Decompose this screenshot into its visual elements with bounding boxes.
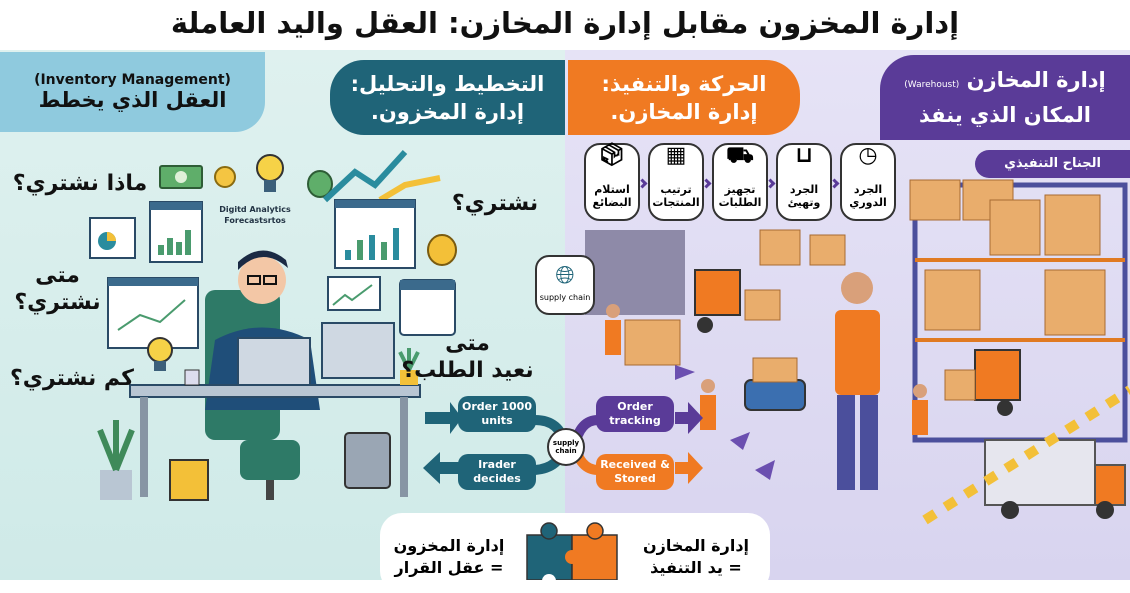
- lightbulb-icon: [256, 154, 284, 192]
- small-chart-window: [327, 276, 381, 311]
- laptop-icon: [237, 337, 311, 387]
- analytics-label: Digitd Analytics Forecastsrtos: [219, 205, 291, 225]
- globe-icon: 🌐︎: [555, 261, 575, 289]
- mug-icon: [184, 369, 200, 386]
- trend-arrow-icon: [322, 149, 441, 203]
- question-when-line2: نشتري؟: [14, 290, 101, 315]
- step-prepare-orders: ⛟ تجهيز الطلبات: [712, 143, 768, 221]
- summary-warehouse: إدارة المخازن = يد التنفيذ: [632, 535, 760, 579]
- question-reorder-line2: نعيد الطلب؟: [401, 358, 534, 383]
- open-box-icon: ⊔: [795, 143, 813, 168]
- office-chair: [240, 440, 300, 500]
- step-inventory-prep: ⊔ الجرد وتهيئ: [776, 143, 832, 221]
- bar-chart-window: [149, 201, 203, 263]
- order-units-label: Order 1000 units: [458, 396, 536, 432]
- summary-inventory-equals: = عقل القرار: [394, 558, 504, 577]
- supply-chain-card-label: supply chain: [539, 293, 591, 302]
- line-chart-window: [107, 277, 199, 349]
- delivery-truck: [984, 439, 1126, 519]
- received-stored-label: Received & Stored: [596, 454, 674, 490]
- folder-icon: [169, 459, 209, 501]
- question-what: ماذا نشتري؟: [12, 171, 148, 196]
- hand-box-icon: 📦︎: [598, 143, 626, 168]
- supply-chain-hub: supply chain: [547, 428, 585, 466]
- worker: [912, 384, 928, 435]
- coin-icon: [214, 166, 236, 188]
- step-periodic-count: ◷ الجرد الدوري: [840, 143, 896, 221]
- desk: [129, 384, 421, 497]
- puzzle-icon: [526, 522, 618, 580]
- page-title: إدارة المخزون مقابل إدارة المخازن: العقل…: [170, 6, 960, 40]
- summary-warehouse-title: إدارة المخازن: [642, 536, 750, 555]
- warehouse-header: إدارة المخازن (Warehoust) المكان الذي ين…: [880, 55, 1130, 140]
- step-arrange-products: ▦ ترتيب المنتجات: [648, 143, 704, 221]
- step-label: ترتيب المنتجات: [652, 183, 700, 209]
- warehouse-illustration: [585, 179, 1130, 525]
- trader-decides-label: Irader decides: [458, 454, 536, 490]
- stacked-boxes-icon: ▦: [665, 143, 687, 168]
- calendar-icon: [399, 279, 456, 336]
- order-tracking-label: Order tracking: [596, 396, 674, 432]
- hazard-stripe: [922, 385, 1130, 525]
- supervisor-worker: [835, 272, 880, 490]
- question-buy: نشتري؟: [451, 191, 539, 216]
- forklift: [944, 349, 1021, 416]
- summary-inventory: إدارة المخزون = عقل القرار: [385, 535, 513, 579]
- money-bag-icon: [427, 234, 457, 266]
- question-how-many: كم نشتري؟: [10, 366, 134, 391]
- step-receive-goods: 📦︎ استلام البضائع: [584, 143, 640, 221]
- worker-box-icon: ⛟: [726, 143, 754, 168]
- lightbulb-icon: [147, 337, 173, 371]
- arrow-right-icon: [425, 402, 462, 434]
- worker: [700, 379, 716, 430]
- inventory-en-label: (Inventory Management): [34, 72, 231, 88]
- monitor-icon: [321, 322, 395, 379]
- warehouse-sub-label: المكان الذي ينفذ: [919, 103, 1091, 127]
- step-label: تجهيز الطلبات: [718, 183, 762, 209]
- warehouse-ar-label: إدارة المخازن: [966, 68, 1106, 92]
- loading-dock-door: [585, 230, 685, 315]
- forecast-window: [334, 199, 416, 269]
- direction-arrows: [675, 365, 775, 480]
- step-label: الجرد الدوري: [849, 183, 887, 209]
- step-label: الجرد وتهيئ: [787, 183, 821, 209]
- supply-chain-card: 🌐︎ supply chain: [535, 255, 595, 315]
- executive-wing-badge: الجناح التنفيذي: [975, 150, 1130, 178]
- execution-line1: الحركة والتنفيذ:: [601, 71, 767, 96]
- planning-line2: إدارة المخزون.: [370, 99, 525, 124]
- question-reorder-line1: متى: [445, 331, 490, 356]
- arrow-right-icon: [675, 452, 703, 484]
- execution-line2: إدارة المخازن.: [610, 99, 758, 124]
- agv-robot-cart: [744, 357, 806, 411]
- question-when-line1: متى: [35, 263, 80, 288]
- pie-chart-window: [89, 217, 136, 259]
- analyst-illustration: [89, 149, 457, 501]
- inventory-ar-label: العقل الذي يخطط: [38, 88, 227, 112]
- arrow-left-icon: [423, 452, 460, 484]
- plant-icon: [97, 420, 135, 500]
- planning-line1: التخطيط والتحليل:: [350, 71, 545, 96]
- summary-inventory-title: إدارة المخزون: [393, 536, 505, 555]
- inventory-header: (Inventory Management) العقل الذي يخطط: [0, 52, 265, 132]
- clock-icon: ◷: [858, 143, 878, 168]
- worker: [605, 304, 621, 355]
- summary-warehouse-equals: = يد التنفيذ: [650, 558, 742, 577]
- planning-header: التخطيط والتحليل: إدارة المخزون.: [330, 60, 565, 135]
- forklift: [694, 269, 781, 333]
- money-bag-icon: [307, 170, 333, 198]
- boxes-stack: [909, 179, 1106, 336]
- pallet-boxes: [624, 229, 846, 366]
- warehouse-en-label: (Warehoust): [904, 80, 960, 90]
- plant-icon: [398, 348, 420, 385]
- execution-header: الحركة والتنفيذ: إدارة المخازن.: [568, 60, 800, 135]
- arrow-right-icon: [675, 402, 703, 434]
- step-label: استلام البضائع: [592, 183, 632, 209]
- inventory-panel: [0, 50, 565, 580]
- dollar-bill-icon: [159, 165, 203, 189]
- calculator-icon: [344, 432, 391, 489]
